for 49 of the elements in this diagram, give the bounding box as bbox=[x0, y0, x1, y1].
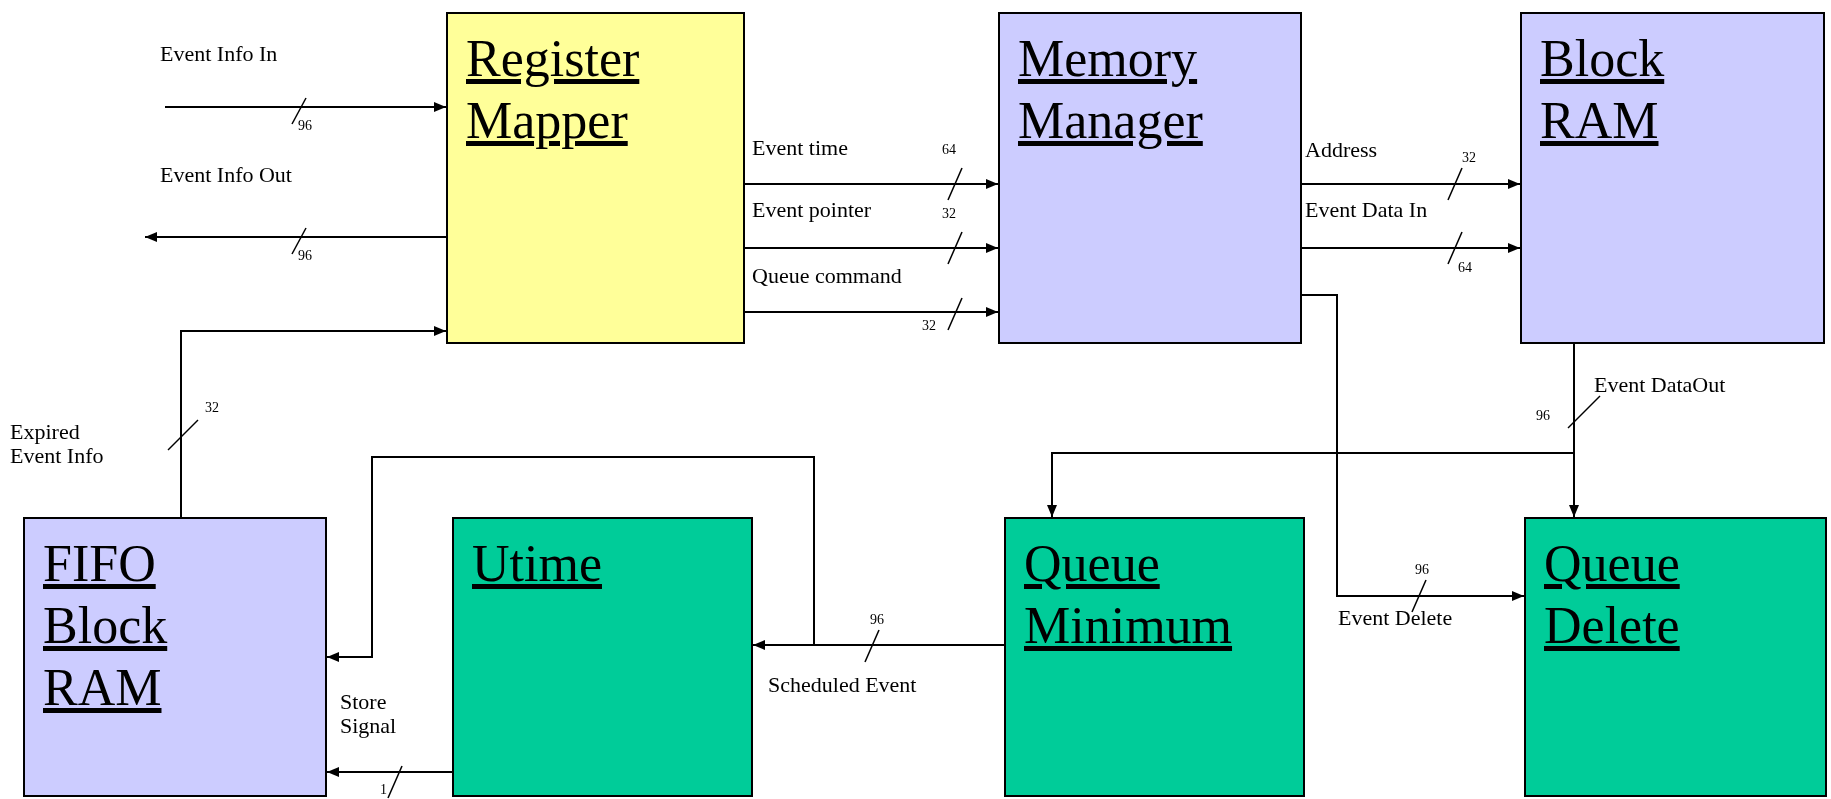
block-title: Register Mapper bbox=[466, 29, 641, 151]
edge-label: Event DataOut bbox=[1594, 373, 1726, 397]
arrow bbox=[744, 243, 999, 253]
bus-width-label: 1 bbox=[380, 782, 387, 798]
module-block bbox=[1520, 12, 1825, 344]
edge-label: Address bbox=[1305, 138, 1378, 162]
block-title: Queue Delete bbox=[1544, 534, 1681, 656]
edge-label: Expired Event Info bbox=[10, 420, 105, 468]
edge-label: Event Data In bbox=[1305, 198, 1428, 222]
edge-label: Event pointer bbox=[752, 198, 872, 222]
module-block bbox=[1524, 517, 1827, 797]
block-title: Block RAM bbox=[1540, 29, 1666, 151]
arrow bbox=[180, 326, 447, 518]
block-title: FIFO Block RAM bbox=[43, 534, 169, 718]
arrow bbox=[1301, 294, 1525, 601]
arrow bbox=[164, 102, 447, 112]
arrow bbox=[744, 307, 999, 317]
bus-width-label: 96 bbox=[870, 612, 884, 628]
edge-label: Event Delete bbox=[1338, 606, 1453, 630]
edge-label: Store Signal bbox=[340, 690, 398, 738]
bus-width-label: 32 bbox=[922, 318, 936, 334]
module-block bbox=[998, 12, 1302, 344]
bus-width-label: 32 bbox=[205, 400, 219, 416]
arrow bbox=[326, 767, 453, 777]
bus-width-label: 64 bbox=[1458, 260, 1472, 276]
arrow bbox=[144, 232, 447, 242]
bus-width-label: 96 bbox=[1415, 562, 1429, 578]
edge-label: Scheduled Event bbox=[768, 673, 917, 697]
arrow bbox=[1569, 343, 1579, 518]
bus-width-label: 64 bbox=[942, 142, 956, 158]
edge-label: Queue command bbox=[752, 264, 902, 288]
block-title: Memory Manager bbox=[1018, 29, 1204, 151]
edge-label: Event Info Out bbox=[160, 163, 292, 187]
arrow bbox=[1301, 179, 1521, 189]
block-title: Queue Minimum bbox=[1024, 534, 1234, 656]
arrow bbox=[1301, 243, 1521, 253]
edge-label: Event time bbox=[752, 136, 848, 160]
block-title: Utime bbox=[472, 534, 603, 594]
bus-width-label: 32 bbox=[942, 206, 956, 222]
bus-width-label: 96 bbox=[1536, 408, 1550, 424]
bus-width-label: 32 bbox=[1462, 150, 1476, 166]
module-block bbox=[1004, 517, 1305, 797]
module-block bbox=[446, 12, 745, 344]
arrow bbox=[744, 179, 999, 189]
module-block bbox=[452, 517, 753, 797]
edge-label: Event Info In bbox=[160, 42, 278, 66]
bus-width-label: 96 bbox=[298, 118, 312, 134]
bus-width-label: 96 bbox=[298, 248, 312, 264]
module-block bbox=[23, 517, 327, 797]
